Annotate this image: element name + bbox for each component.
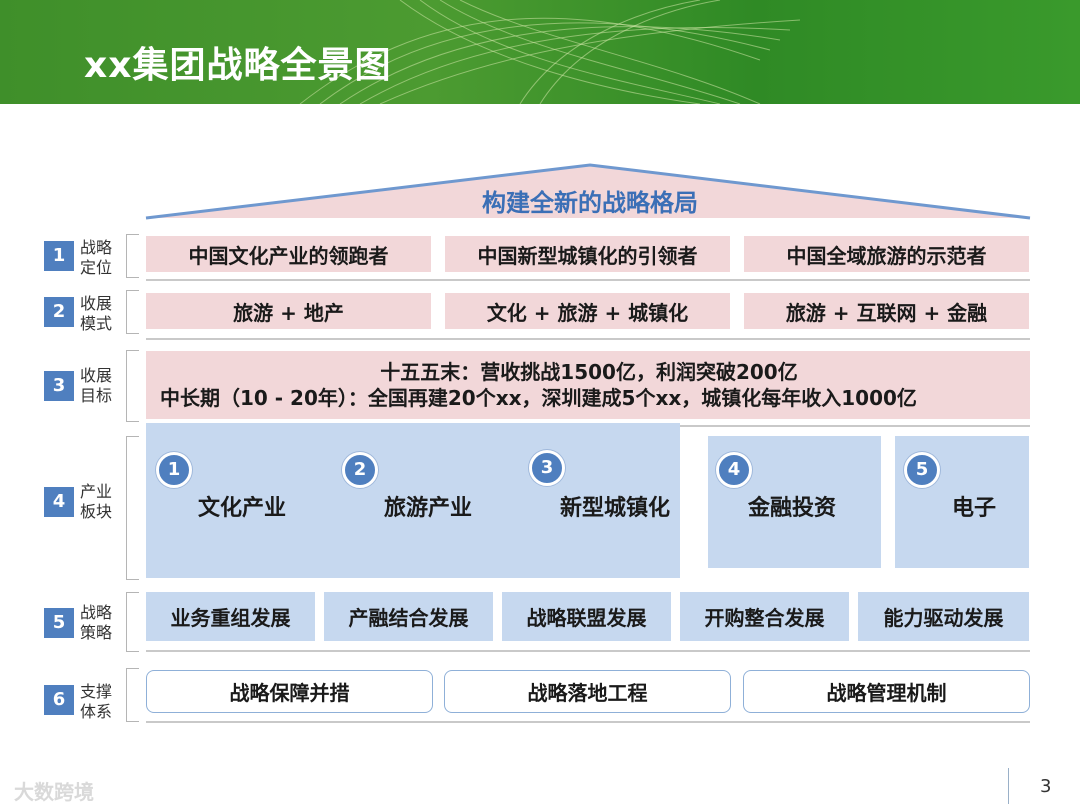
- footer-divider: [1008, 768, 1009, 804]
- row-bracket: [126, 668, 139, 722]
- row-number: 2: [44, 297, 74, 327]
- industry-number-badge: 5: [904, 452, 940, 488]
- industry-number-badge: 3: [529, 450, 565, 486]
- positioning-box: 中国全域旅游的示范者: [744, 236, 1029, 272]
- row-label-text: 战略定位: [80, 238, 120, 278]
- row-divider: [146, 650, 1030, 652]
- row-label-text: 产业板块: [80, 482, 120, 522]
- strategy-box: 产融结合发展: [324, 592, 493, 641]
- row-label-text: 战略策略: [80, 603, 120, 643]
- row-bracket: [126, 290, 139, 334]
- strategy-box: 开购整合发展: [680, 592, 849, 641]
- row-bracket: [126, 234, 139, 278]
- roof-label: 构建全新的战略格局: [0, 183, 1080, 218]
- goal-line-2: 中长期（10 - 20年）：全国再建20个xx，深圳建成5个xx，城镇化每年收入…: [160, 382, 917, 411]
- page-number: 3: [1040, 776, 1051, 797]
- strategy-box: 业务重组发展: [146, 592, 315, 641]
- watermark-text: 大数跨境: [14, 776, 94, 805]
- strategy-box: 能力驱动发展: [858, 592, 1029, 641]
- row-divider: [146, 721, 1030, 723]
- mode-box: 旅游 + 地产: [146, 293, 431, 329]
- mode-box: 旅游 + 互联网 + 金融: [744, 293, 1029, 329]
- goal-line-1: 十五五末：营收挑战1500亿，利润突破200亿: [0, 356, 1080, 385]
- row-bracket: [126, 592, 139, 652]
- row-label-text: 收展模式: [80, 294, 120, 334]
- row-divider: [146, 279, 1030, 281]
- industry-number-badge: 2: [342, 452, 378, 488]
- industry-number-badge: 1: [156, 452, 192, 488]
- industry-name: 电子: [952, 490, 996, 522]
- support-box: 战略保障并措: [146, 670, 433, 713]
- support-box: 战略管理机制: [743, 670, 1030, 713]
- row-divider: [146, 338, 1030, 340]
- row-bracket: [126, 436, 139, 580]
- row-number: 6: [44, 685, 74, 715]
- positioning-box: 中国文化产业的领跑者: [146, 236, 431, 272]
- row-number: 5: [44, 608, 74, 638]
- row-number: 1: [44, 241, 74, 271]
- industry-number-badge: 4: [716, 452, 752, 488]
- positioning-box: 中国新型城镇化的引领者: [445, 236, 730, 272]
- industry-name: 新型城镇化: [560, 490, 670, 522]
- row-label-text: 支撑体系: [80, 682, 120, 722]
- industry-name: 旅游产业: [384, 490, 472, 522]
- support-box: 战略落地工程: [444, 670, 731, 713]
- industry-name: 文化产业: [198, 490, 286, 522]
- industry-name: 金融投资: [748, 490, 836, 522]
- strategy-box: 战略联盟发展: [502, 592, 671, 641]
- mode-box: 文化 + 旅游 + 城镇化: [445, 293, 730, 329]
- row-number: 4: [44, 487, 74, 517]
